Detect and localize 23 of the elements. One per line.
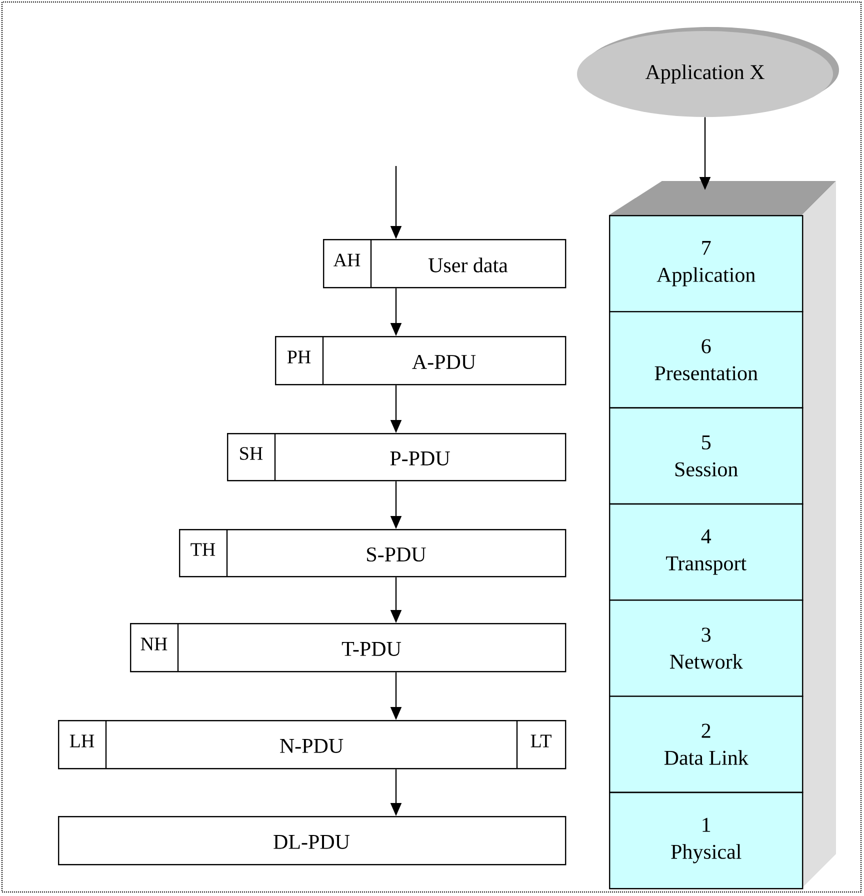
layer-box: 7 Application: [609, 215, 804, 312]
layer-box: 4 Transport: [609, 503, 804, 601]
pdu-label: S-PDU: [367, 547, 426, 562]
header-label: TH: [190, 543, 216, 556]
header-label: NH: [140, 638, 168, 650]
header-label: PH: [287, 350, 311, 364]
layer-box: 1 Physical: [609, 792, 804, 890]
pdu-label: T-PDU: [342, 642, 402, 656]
layer-box: 6 Presentation: [609, 311, 804, 408]
pdu-label: DL-PDU: [274, 835, 350, 849]
header-label: AH: [333, 254, 360, 266]
pdu-label: N-PDU: [280, 739, 344, 753]
header-label: LH: [70, 734, 94, 748]
layer-box: 5 Session: [609, 407, 804, 505]
layer-box: 2 Data Link: [609, 696, 804, 793]
stack-block: [609, 181, 836, 888]
layer-box: 3 Network: [609, 600, 804, 697]
ellipse-node: Application X: [577, 27, 839, 117]
pdu-label: User data: [428, 258, 508, 272]
header-label: SH: [240, 447, 263, 460]
pdu-label: A-PDU: [412, 354, 476, 370]
trailer-label: LT: [530, 734, 552, 748]
pdu-label: P-PDU: [390, 452, 450, 466]
